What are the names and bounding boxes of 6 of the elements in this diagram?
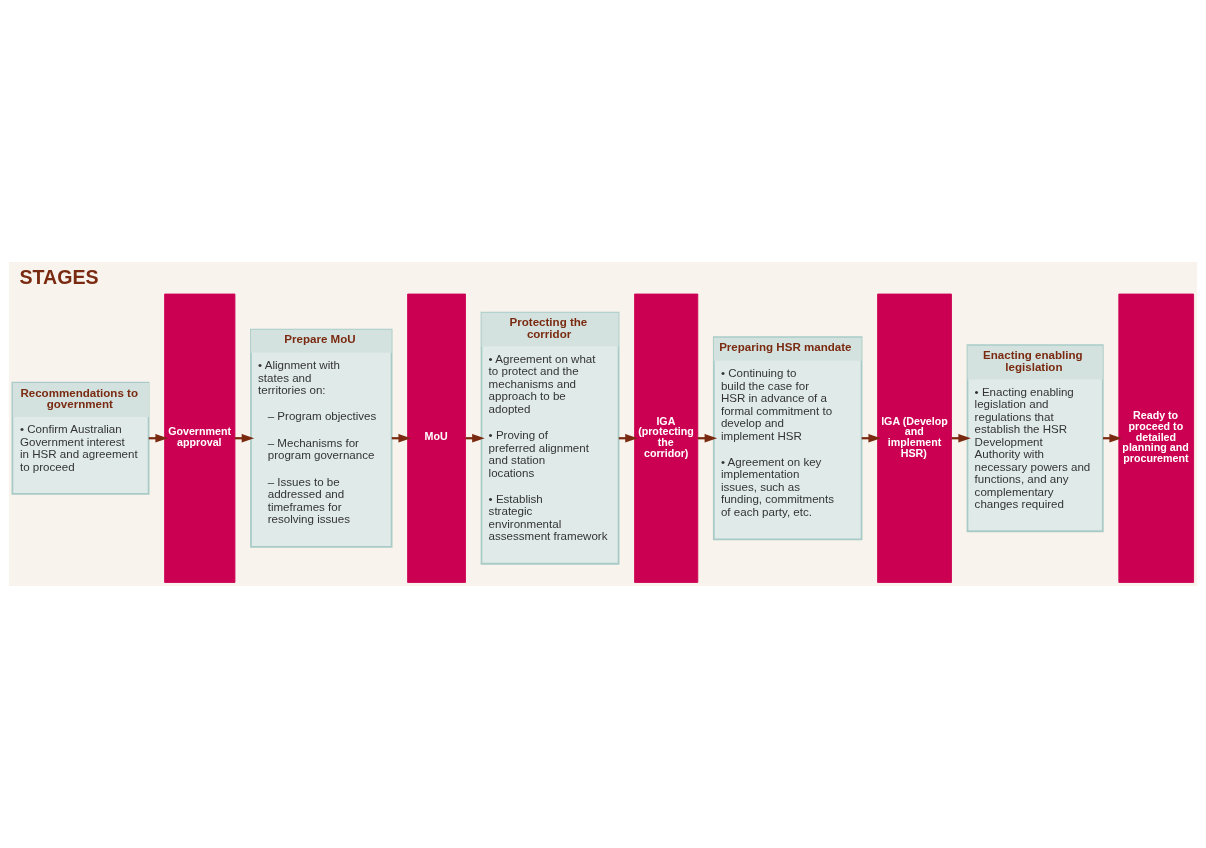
node-box: Government approval [164,293,236,583]
node-box: IGA (Develop and implement HSR) [877,293,952,583]
node-box: MoU [407,293,466,583]
node-box: Ready to proceed to detailed planning and procurement [1118,293,1195,583]
node-box: IGA (protecting the corridor) [634,293,699,583]
diagram-title: STAGES [19,265,99,288]
